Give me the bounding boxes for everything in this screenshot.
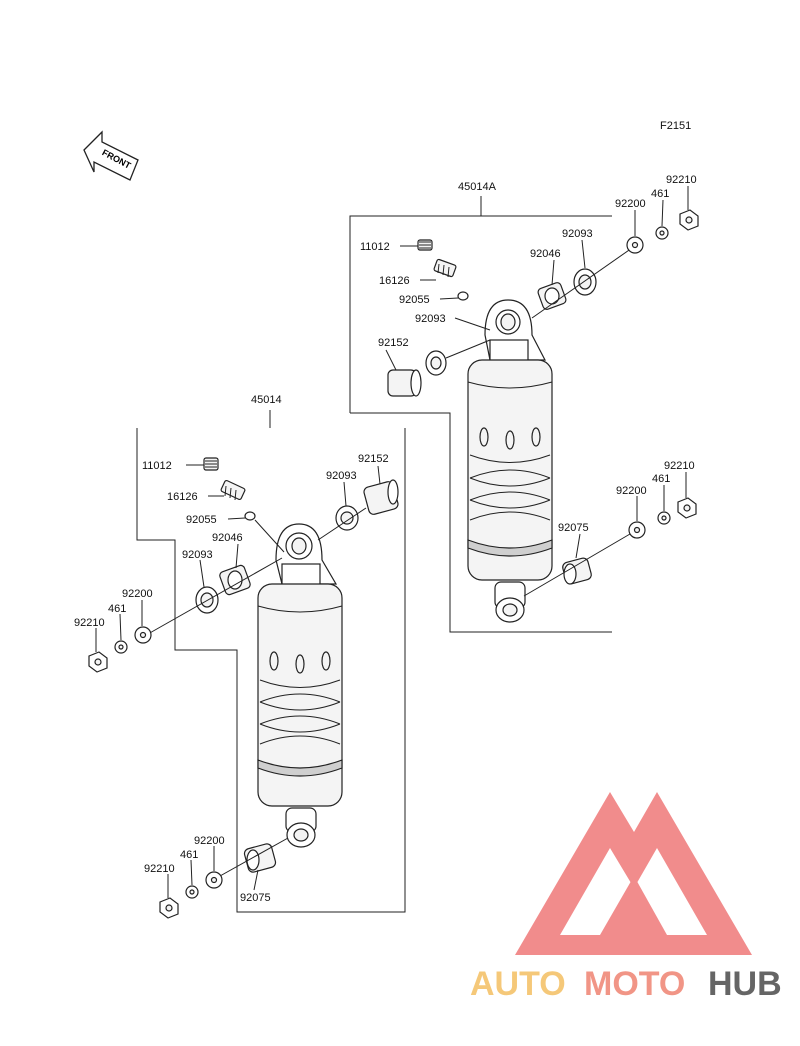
label-92075: 92075 xyxy=(240,892,271,904)
nut-icon xyxy=(677,497,697,519)
collar-icon xyxy=(387,369,422,397)
label-92210-top: 92210 xyxy=(666,174,697,186)
o-ring-icon xyxy=(244,511,256,521)
shock-absorber-upper xyxy=(467,299,553,623)
label-92152: 92152 xyxy=(358,453,389,465)
lock-washer-icon xyxy=(185,885,199,899)
label-16126: 16126 xyxy=(379,275,410,287)
label-92200-top: 92200 xyxy=(122,588,153,600)
assembly-number: 45014 xyxy=(251,394,282,406)
label-92152: 92152 xyxy=(378,337,409,349)
nut-icon xyxy=(159,897,179,919)
label-92200-top: 92200 xyxy=(615,198,646,210)
label-92055: 92055 xyxy=(186,514,217,526)
label-92055: 92055 xyxy=(399,294,430,306)
nut-icon xyxy=(88,651,108,673)
label-92093-left: 92093 xyxy=(182,549,213,561)
grease-nipple-icon xyxy=(220,479,246,501)
spring-icon xyxy=(417,239,433,251)
label-92046: 92046 xyxy=(212,532,243,544)
label-461-bottom: 461 xyxy=(180,849,198,861)
seal-icon xyxy=(425,350,447,376)
bearing-icon xyxy=(219,564,251,596)
automotohub-watermark: AUTO MOTO HUB xyxy=(470,792,782,1003)
label-92093-right: 92093 xyxy=(326,470,357,482)
watermark-auto: AUTO xyxy=(470,965,566,1003)
label-92075: 92075 xyxy=(558,522,589,534)
label-92210-top: 92210 xyxy=(74,617,105,629)
label-461-bottom: 461 xyxy=(652,473,670,485)
bearing-icon xyxy=(537,282,567,310)
watermark-hub: HUB xyxy=(708,965,782,1003)
label-92210-bottom: 92210 xyxy=(664,460,695,472)
label-92200-bottom: 92200 xyxy=(194,835,225,847)
collar-icon xyxy=(363,479,399,515)
figure-code: F2151 xyxy=(660,120,691,132)
label-92093-lower: 92093 xyxy=(415,313,446,325)
washer-icon xyxy=(628,521,646,539)
label-11012: 11012 xyxy=(142,460,172,472)
label-92093-upper: 92093 xyxy=(562,228,593,240)
seal-icon xyxy=(573,268,597,296)
label-11012: 11012 xyxy=(360,241,390,253)
label-461-top: 461 xyxy=(651,188,669,200)
washer-icon xyxy=(134,626,152,644)
label-461-top: 461 xyxy=(108,603,126,615)
spring-icon xyxy=(203,457,219,471)
lock-washer-icon xyxy=(655,226,669,240)
lock-washer-icon xyxy=(114,640,128,654)
shock-absorber-lower xyxy=(257,523,343,848)
label-92200-bottom: 92200 xyxy=(616,485,647,497)
automotohub-logo-icon xyxy=(515,792,752,955)
lock-washer-icon xyxy=(657,511,671,525)
watermark-moto: MOTO xyxy=(584,965,685,1003)
washer-icon xyxy=(205,871,223,889)
assembly-number: 45014A xyxy=(458,181,497,193)
label-92046: 92046 xyxy=(530,248,561,260)
label-16126: 16126 xyxy=(167,491,198,503)
nut-icon xyxy=(679,209,699,231)
label-92210-bottom: 92210 xyxy=(144,863,175,875)
assembly-45014a: 45014A xyxy=(349,174,699,633)
bushing-icon xyxy=(562,557,592,585)
assembly-45014: 45014 1 xyxy=(74,394,406,919)
o-ring-icon xyxy=(457,291,469,301)
grease-nipple-icon xyxy=(433,258,457,278)
front-arrow-icon: FRONT xyxy=(83,130,139,181)
bushing-icon xyxy=(243,843,277,873)
washer-icon xyxy=(626,236,644,254)
